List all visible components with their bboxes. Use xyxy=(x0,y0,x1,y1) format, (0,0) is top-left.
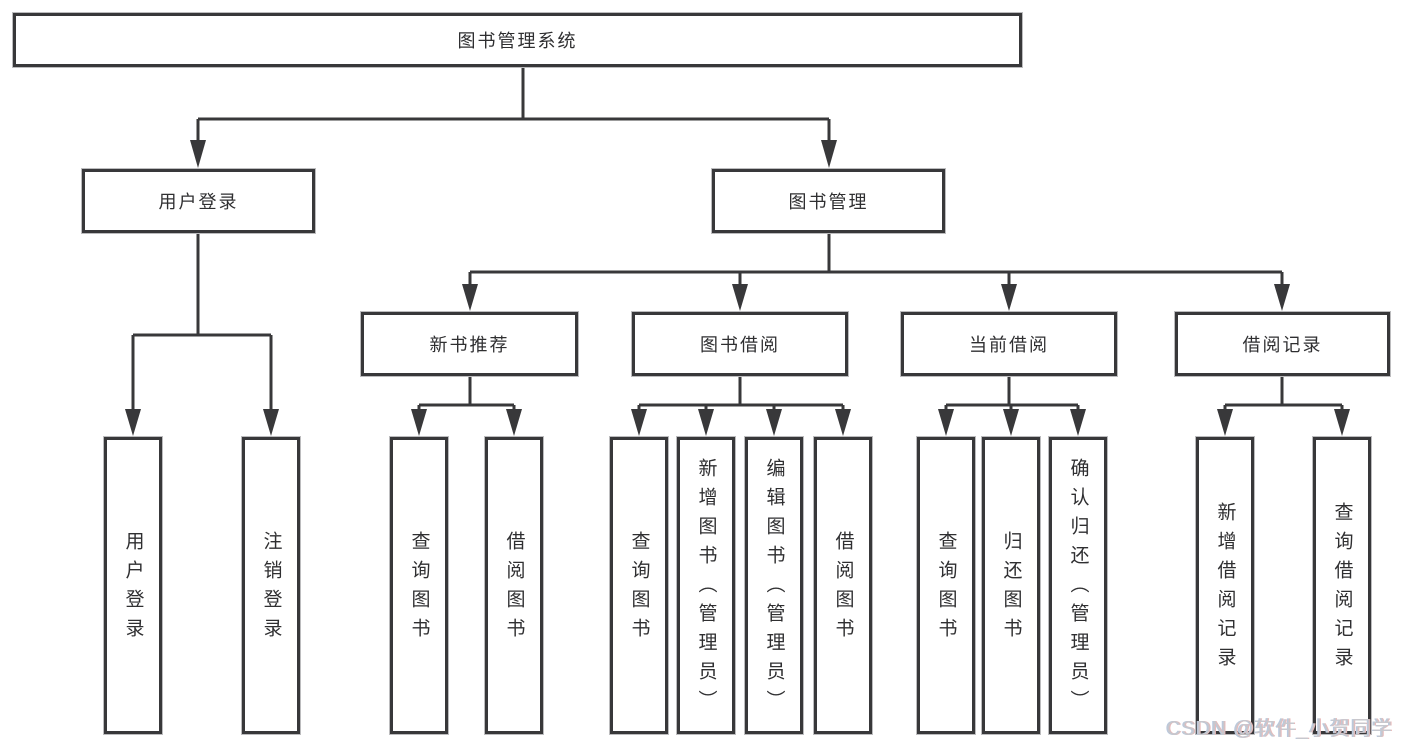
leaf-borrow-books-recommend: 借阅图书 xyxy=(485,437,543,734)
leaf-return-books: 归还图书 xyxy=(982,437,1040,734)
node-current-borrow: 当前借阅 xyxy=(901,312,1117,376)
watermark: CSDN @软件_小贺同学 xyxy=(1166,718,1393,740)
node-borrow-records: 借阅记录 xyxy=(1175,312,1390,376)
leaf-edit-book-admin: 编辑图书（管理员） xyxy=(745,437,803,734)
leaf-query-books-borrow: 查询图书 xyxy=(610,437,668,734)
leaf-query-books-recommend: 查询图书 xyxy=(390,437,448,734)
leaf-confirm-return-admin: 确认归还（管理员） xyxy=(1049,437,1107,734)
node-library-system: 图书管理系统 xyxy=(13,13,1022,67)
leaf-add-book-admin: 新增图书（管理员） xyxy=(677,437,735,734)
leaf-query-borrow-record: 查询借阅记录 xyxy=(1313,437,1371,734)
node-user-login: 用户登录 xyxy=(82,169,315,233)
leaf-user-login: 用户登录 xyxy=(104,437,162,734)
leaf-query-books-current: 查询图书 xyxy=(917,437,975,734)
node-book-management: 图书管理 xyxy=(712,169,945,233)
leaf-logout: 注销登录 xyxy=(242,437,300,734)
leaf-borrow-books-borrow: 借阅图书 xyxy=(814,437,872,734)
leaf-add-borrow-record: 新增借阅记录 xyxy=(1196,437,1254,734)
node-book-borrow: 图书借阅 xyxy=(632,312,848,376)
node-new-book-recommend: 新书推荐 xyxy=(361,312,578,376)
